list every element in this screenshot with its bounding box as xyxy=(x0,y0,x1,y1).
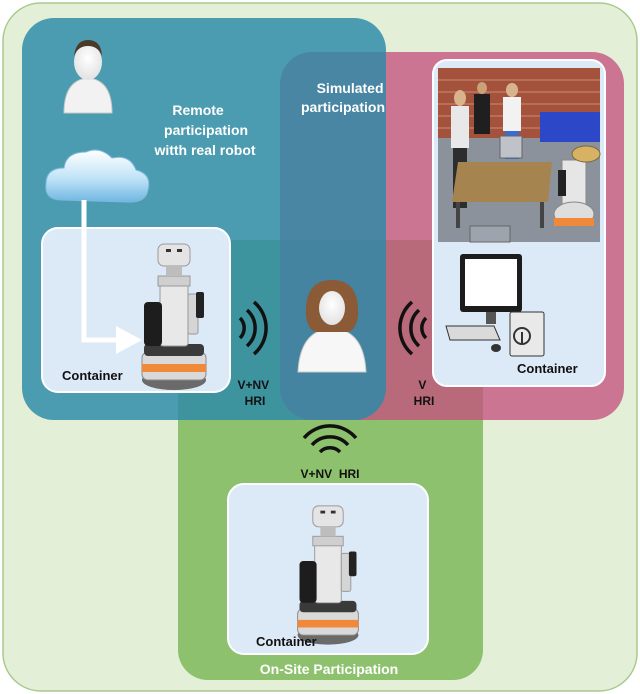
computer-icon xyxy=(445,254,545,357)
onsite-label: On-Site Participation xyxy=(260,661,398,677)
simulation-screenshot xyxy=(438,68,601,243)
remote-user-icon xyxy=(63,40,113,114)
simulated-container-label: Container xyxy=(517,361,578,376)
remote-label: Remote participation witth real robot xyxy=(153,102,255,158)
remote-hri-label: V+NV HRI xyxy=(237,378,272,408)
simulated-label: Simulated participation xyxy=(301,80,387,115)
simulated-hri-label: V HRI xyxy=(414,378,435,408)
arrow-icon xyxy=(81,200,142,354)
cloud-icon xyxy=(45,149,150,203)
onsite-hri-label: V+NV HRI xyxy=(300,467,359,481)
participant-icon xyxy=(297,280,367,373)
remote-container-label: Container xyxy=(62,368,123,383)
onsite-container-label: Container xyxy=(256,634,317,649)
